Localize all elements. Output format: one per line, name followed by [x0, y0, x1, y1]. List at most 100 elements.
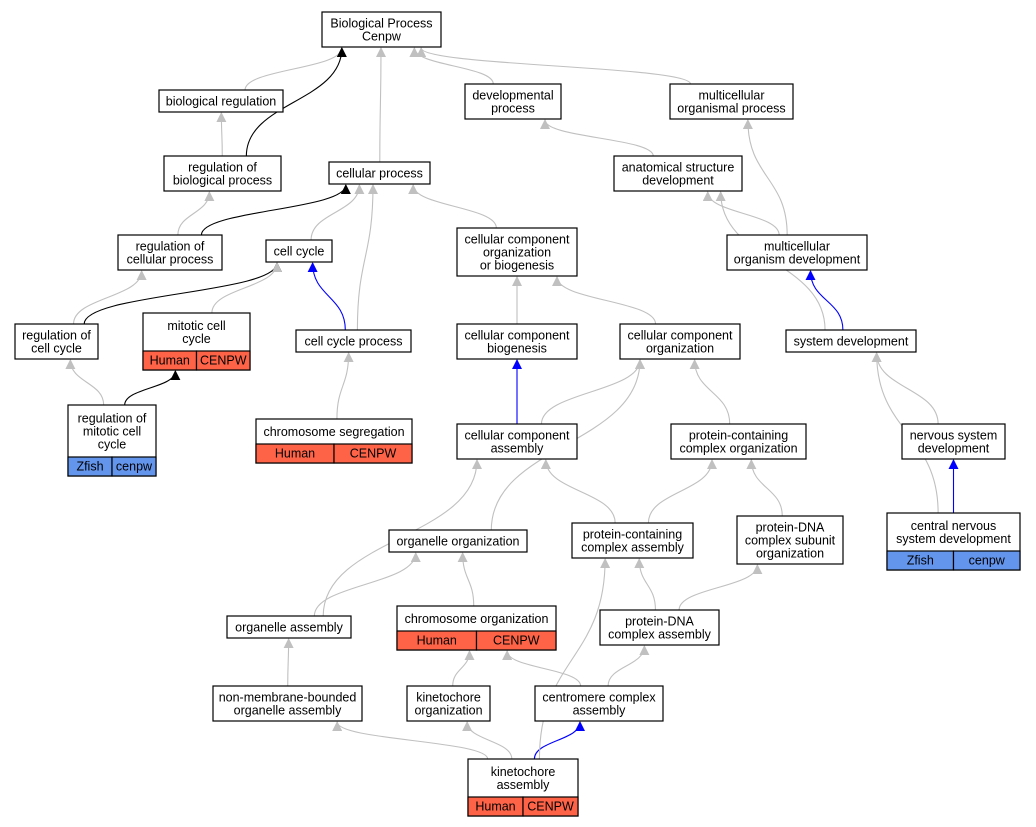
edge-gray: [244, 47, 347, 91]
node-box: [456, 227, 578, 277]
node-organelle-organization[interactable]: organelle organization: [388, 529, 528, 553]
node-box: [456, 423, 578, 460]
species-label: Human: [150, 354, 190, 368]
node-label-line: complex subunit: [745, 534, 836, 548]
edge-gray: [72, 270, 147, 325]
node-box: [226, 615, 352, 639]
edge-gray: [452, 650, 475, 687]
species-label: Zfish: [76, 460, 103, 474]
node-label-line: non-membrane-bounded: [219, 691, 357, 705]
node-box: [619, 323, 741, 360]
node-box: [534, 685, 664, 722]
node-box: [785, 329, 917, 353]
node-box: [901, 423, 1006, 460]
node-system-development[interactable]: system development: [785, 329, 917, 353]
edge-gray: [283, 638, 294, 687]
species-label: CENPW: [350, 447, 397, 461]
node-label-line: assembly: [497, 778, 551, 792]
node-label-line: complex organization: [679, 442, 797, 456]
node-label-line: cell cycle: [274, 245, 325, 259]
node-box: [265, 239, 333, 263]
node-label-line: multicellular: [764, 240, 830, 254]
node-label-line: mitotic cell: [83, 425, 141, 439]
edge-gray: [538, 558, 611, 760]
node-label-line: mitotic cell: [167, 319, 225, 333]
node-box: [158, 89, 284, 113]
node-label-line: cell cycle: [31, 342, 82, 356]
node-label-line: complex assembly: [581, 541, 685, 555]
species-label: Human: [475, 800, 515, 814]
species-label: cenpw: [969, 554, 1006, 568]
edge-gray: [746, 459, 783, 517]
edge-gray: [647, 459, 717, 524]
node-label-line: organelle assembly: [235, 621, 343, 635]
edge-gray: [871, 352, 939, 425]
node-organelle-assembly[interactable]: organelle assembly: [226, 615, 352, 639]
edge-gray: [216, 112, 227, 157]
node-label-line: regulation of: [136, 240, 205, 254]
node-biological-regulation[interactable]: biological regulation: [158, 89, 284, 113]
edge-gray: [332, 721, 489, 760]
node-label-line: cellular component: [628, 329, 733, 343]
node-box: [14, 323, 99, 360]
node-label-line: protein-containing: [583, 528, 682, 542]
node-box: [571, 522, 694, 559]
species-cell-zfish: [111, 456, 157, 477]
node-label-line: developmental: [472, 89, 553, 103]
node-label-line: kinetochore: [491, 765, 556, 779]
node-cellular-process[interactable]: cellular process: [328, 161, 431, 185]
node-label-line: cellular component: [465, 429, 570, 443]
node-label-line: system development: [896, 532, 1011, 546]
node-label-line: chromosome organization: [405, 612, 549, 626]
node-label-line: protein-DNA: [756, 521, 825, 535]
node-label-line: development: [918, 442, 990, 456]
node-label-line: organismal process: [677, 102, 785, 116]
node-label-line: central nervous: [911, 519, 996, 533]
node-label-line: organelle organization: [396, 535, 519, 549]
node-label-line: regulation of: [22, 329, 91, 343]
node-label-line: system development: [794, 335, 909, 349]
node-box: [388, 529, 528, 553]
node-label-line: organism development: [734, 253, 861, 267]
edge-gray: [211, 262, 282, 314]
node-box: [321, 11, 442, 48]
species-cell-human: [522, 796, 579, 817]
node-box: [599, 609, 720, 646]
node-cell-cycle-process[interactable]: cell cycle process: [295, 329, 412, 353]
species-cell-human: [333, 443, 413, 464]
node-label-line: cellular process: [127, 253, 214, 267]
edge-black: [83, 262, 282, 325]
node-box: [726, 234, 868, 271]
node-cell-cycle[interactable]: cell cycle: [265, 239, 333, 263]
node-label-line: multicellular: [699, 89, 765, 103]
edge-gray: [336, 352, 354, 420]
node-label-line: centromere complex: [542, 691, 656, 705]
